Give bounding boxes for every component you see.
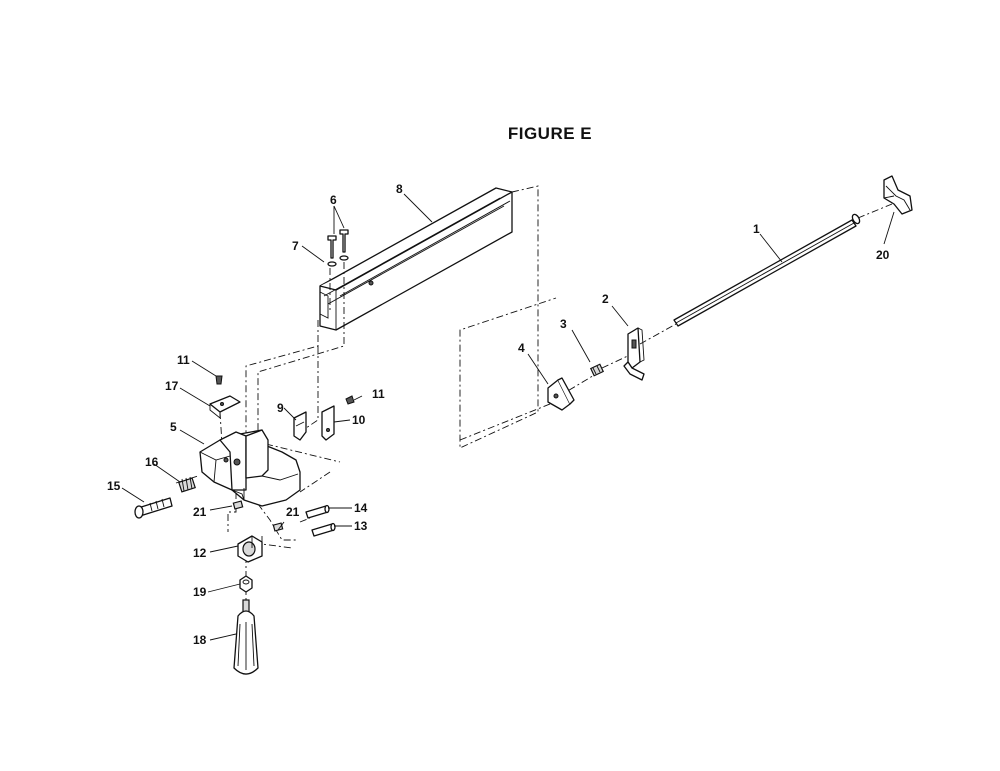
part-2-bracket xyxy=(623,327,645,381)
callout-3: 3 xyxy=(560,317,567,331)
part-7-washers xyxy=(327,255,349,267)
part-9-lock-plate xyxy=(293,411,307,441)
part-12-cam xyxy=(237,535,263,563)
callout-1: 1 xyxy=(753,222,760,236)
callout-9: 9 xyxy=(277,401,284,415)
callout-8: 8 xyxy=(396,182,403,196)
leader-lines xyxy=(121,193,895,641)
part-10-lock-plate xyxy=(321,405,335,441)
part-20-knob xyxy=(883,175,913,215)
part-8-fence-rail xyxy=(319,187,513,331)
callout-11-right: 11 xyxy=(372,387,385,401)
callout-7: 7 xyxy=(292,239,299,253)
part-3-spring xyxy=(589,363,605,377)
part-19-nut xyxy=(239,575,253,593)
part-18-handle xyxy=(233,599,259,675)
callout-10: 10 xyxy=(352,413,366,427)
callout-21-right: 21 xyxy=(286,505,300,519)
assembly-lines-right xyxy=(459,185,893,449)
callout-19: 19 xyxy=(193,585,207,599)
callout-18: 18 xyxy=(193,633,207,647)
part-6-screws xyxy=(327,229,349,259)
callout-20: 20 xyxy=(876,248,890,262)
callout-4: 4 xyxy=(518,341,525,355)
part-5-fence-head xyxy=(199,429,301,507)
part-11-screw-right xyxy=(345,395,355,405)
part-17-clip xyxy=(209,395,241,419)
callout-labels: 1 2 3 4 5 6 7 8 9 10 11 11 12 13 14 15 1… xyxy=(107,182,890,647)
part-14-pin xyxy=(305,504,330,519)
callout-11-upper: 11 xyxy=(177,353,190,367)
part-21-nut-left xyxy=(232,500,244,510)
callout-12: 12 xyxy=(193,546,207,560)
part-4-bracket xyxy=(547,377,575,411)
callout-14: 14 xyxy=(354,501,368,515)
callout-5: 5 xyxy=(170,420,177,434)
part-16-spring xyxy=(178,476,196,493)
callout-16: 16 xyxy=(145,455,159,469)
callout-6: 6 xyxy=(330,193,337,207)
part-15-bolt xyxy=(134,497,173,519)
part-21-nut-right xyxy=(272,522,284,532)
callout-15: 15 xyxy=(107,479,121,493)
part-13-pin xyxy=(311,522,336,537)
part-11-screw-upper xyxy=(215,375,223,385)
part-1-rod xyxy=(673,213,861,327)
callout-13: 13 xyxy=(354,519,368,533)
callout-17: 17 xyxy=(165,379,179,393)
callout-21-left: 21 xyxy=(193,505,207,519)
figure-title: FIGURE E xyxy=(507,124,593,143)
callout-2: 2 xyxy=(602,292,609,306)
